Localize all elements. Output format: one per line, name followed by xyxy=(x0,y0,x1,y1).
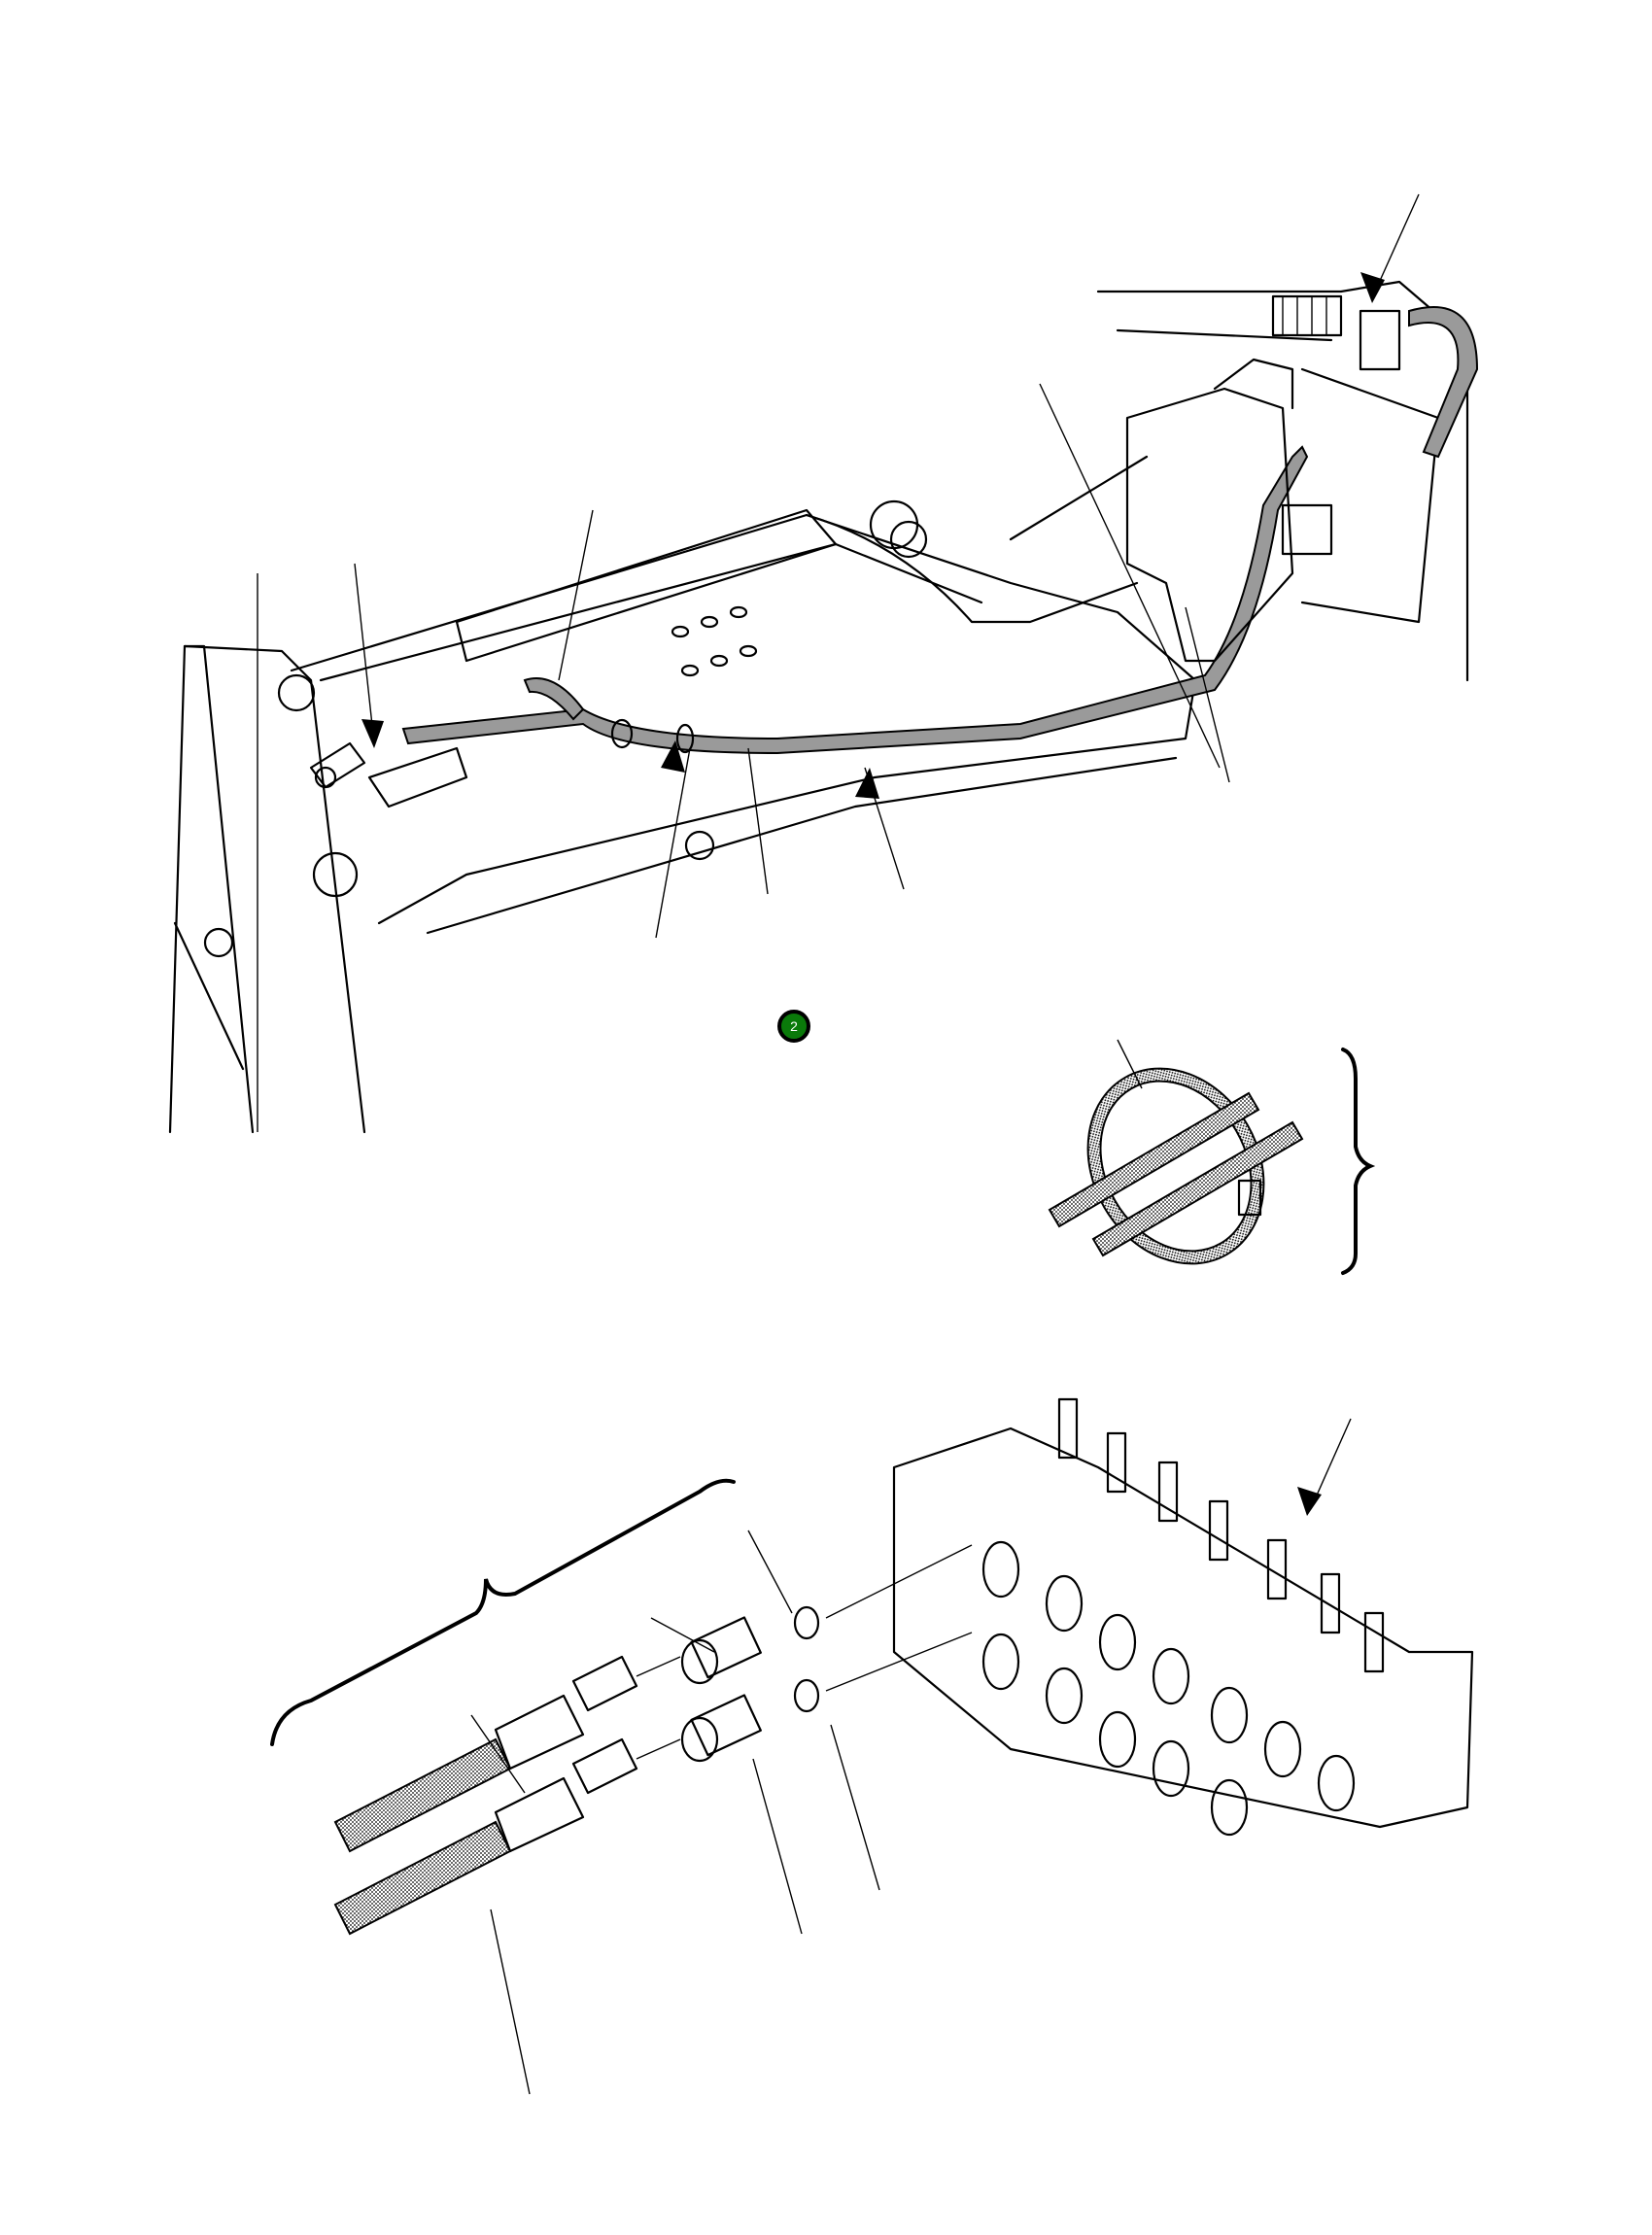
valve-spools xyxy=(1057,1397,1385,1673)
hose-clamp-detail xyxy=(1048,1039,1376,1275)
callout-number: 2 xyxy=(790,1018,798,1034)
o-rings xyxy=(793,1605,820,1713)
boom-holes xyxy=(671,605,758,677)
hose-assembly-upper xyxy=(333,1655,638,1853)
boom-assembly-view xyxy=(168,193,1479,1134)
hose-run xyxy=(401,445,1309,755)
hose-assembly-lower xyxy=(333,1737,638,1936)
callout-hotspot-2[interactable]: 2 xyxy=(777,1010,810,1043)
control-valve-block xyxy=(892,1397,1474,1837)
valve-bank-top xyxy=(1271,294,1401,371)
valve-fittings-view xyxy=(270,1397,1474,2095)
adapter-fittings xyxy=(680,1616,762,1763)
valve-ports xyxy=(981,1540,1356,1837)
